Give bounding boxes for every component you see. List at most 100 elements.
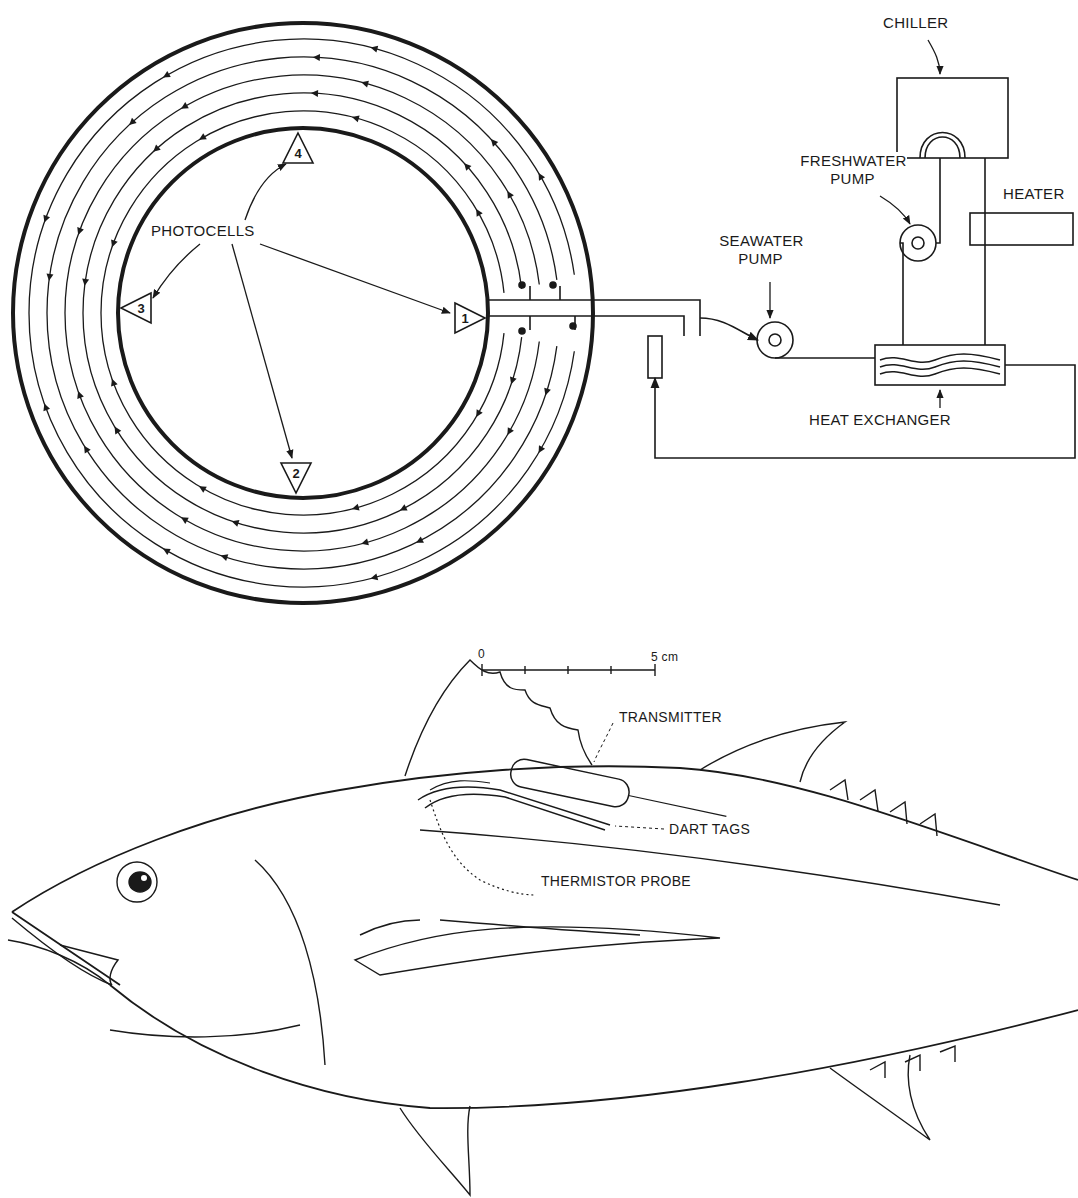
dart-tag <box>418 787 610 825</box>
photocell: 3 <box>119 291 153 325</box>
anal-fin <box>830 1055 930 1140</box>
outlet-pipe <box>488 316 684 336</box>
label-text: HEATER <box>1002 185 1066 202</box>
finlets <box>830 780 937 836</box>
instruments <box>418 723 729 895</box>
heat-exchanger <box>875 345 1005 385</box>
fish-back <box>12 766 1078 912</box>
chiller-coil <box>925 137 960 158</box>
inlet-dot <box>550 282 556 288</box>
lateral-line <box>420 830 1000 905</box>
flow-arrow <box>510 377 517 385</box>
flow-arrow <box>221 554 229 561</box>
flow-arrow <box>129 118 137 125</box>
flow-arrow <box>199 486 207 493</box>
callout-number: 4 <box>281 136 315 170</box>
flow-line <box>101 111 504 515</box>
flow-arrow <box>77 227 84 235</box>
chiller-coil <box>920 133 965 159</box>
flow-arrow <box>539 173 546 181</box>
seawater-line <box>775 357 875 359</box>
flow-arrow <box>311 90 318 97</box>
flow-arrow <box>111 239 118 247</box>
flow-arrow <box>352 504 360 511</box>
flow-arrow <box>47 273 54 280</box>
inlet-branch <box>530 286 575 330</box>
flow-arrow <box>352 115 360 122</box>
fish-jaw <box>8 940 110 985</box>
label-text: THERMISTOR PROBE <box>540 873 692 889</box>
flow-arrow <box>199 133 207 140</box>
leader-line <box>615 826 664 829</box>
flow-line <box>47 57 557 569</box>
photocell: 4 <box>281 131 315 165</box>
scale-bar <box>482 664 655 676</box>
label-text: PHOTOCELLS <box>150 222 256 239</box>
flow-arrow <box>82 278 89 285</box>
return-line <box>655 365 1075 458</box>
fish-mouth <box>12 918 118 985</box>
flow-arrow <box>361 81 369 88</box>
transmitter <box>508 757 729 830</box>
photocell: 1 <box>453 301 487 335</box>
leader-line <box>260 244 450 313</box>
flow-arrow <box>43 403 50 411</box>
flow-arrow <box>371 46 379 53</box>
flow-arrow <box>115 427 122 435</box>
second-dorsal-fin <box>700 722 845 782</box>
finlets <box>870 1046 955 1078</box>
callout-number: 2 <box>279 456 313 490</box>
leader-line <box>939 390 940 408</box>
part-label: FRESHWATER PUMP <box>797 152 909 188</box>
fish-eye <box>117 862 157 902</box>
freshwater-line <box>984 158 986 345</box>
pelvic-fin <box>400 1106 470 1195</box>
label-text: 0 <box>477 647 486 661</box>
part-label: HEATER <box>1002 185 1066 203</box>
eye-glint <box>141 875 147 881</box>
inlet-dot <box>570 323 576 329</box>
flow-arrow <box>84 446 91 454</box>
leader-line <box>880 196 910 224</box>
photocell-triangle <box>119 291 153 325</box>
seawater-pump <box>757 322 793 358</box>
part-label: HEAT EXCHANGER <box>808 411 952 429</box>
flow-line <box>65 75 539 551</box>
tag-wire <box>430 781 490 790</box>
flow-arrow <box>77 391 84 399</box>
flow-lines <box>29 39 574 587</box>
tank-inner-wall <box>118 128 488 498</box>
leader-line <box>928 40 940 74</box>
first-dorsal-fin <box>405 660 592 776</box>
transmitter-body <box>508 757 631 809</box>
leader-line <box>232 244 292 458</box>
part-label: TRANSMITTER <box>618 708 723 726</box>
tank <box>13 23 593 603</box>
label-text: 5 cm <box>650 650 679 664</box>
callout-number: 1 <box>448 301 482 335</box>
label-text: SEAWATER PUMP <box>718 232 803 267</box>
flow-arrow <box>464 163 471 171</box>
pectoral-fin <box>355 927 720 975</box>
freshwater-line <box>900 243 903 345</box>
fish-pupil <box>129 872 151 892</box>
label-text: FRESHWATER PUMP <box>799 152 906 187</box>
exchanger-coil <box>880 354 1000 376</box>
label-text: DART TAGS <box>668 821 751 837</box>
fish-belly <box>12 912 1078 1108</box>
chiller-box <box>897 78 1008 158</box>
label-text: CHILLER <box>882 14 949 31</box>
part-label: PHOTOCELLS <box>150 222 256 240</box>
callout-number: 3 <box>124 291 158 325</box>
seawater-pump-hub <box>769 334 781 346</box>
flow-arrow <box>163 549 171 556</box>
operculum <box>255 860 325 1065</box>
inlet-dot <box>519 328 525 334</box>
seawater-line <box>700 318 758 340</box>
flow-arrow <box>111 379 118 387</box>
inlet-box <box>648 336 662 378</box>
part-label: THERMISTOR PROBE <box>540 872 692 890</box>
flow-arrow <box>313 54 320 61</box>
tuna <box>8 660 1078 1195</box>
